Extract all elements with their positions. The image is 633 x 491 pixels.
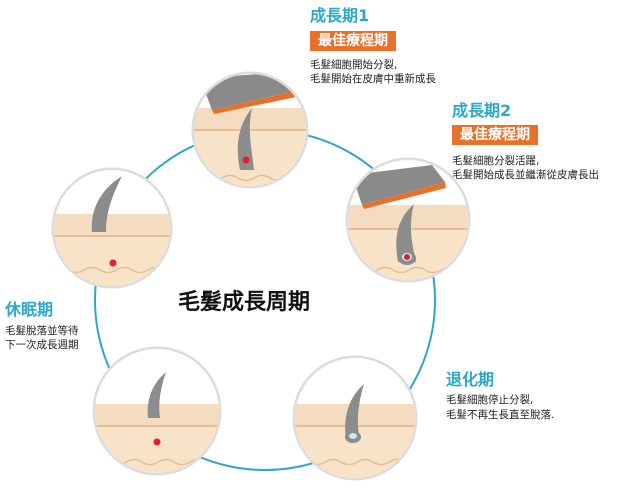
stage-shedding-illustration <box>92 346 222 476</box>
phase-regression-desc-line2: 毛髮不再生長直至脫落. <box>446 409 555 421</box>
phase-growth1-desc-line1: 毛髮細胞開始分裂, <box>310 59 398 71</box>
phase-rest-title: 休眠期 <box>5 300 54 319</box>
phase-regression-desc-line1: 毛髮細胞停止分裂, <box>446 394 534 406</box>
phase-rest-desc-line2: 下一次成長週期 <box>5 339 79 351</box>
hair-bulb-dot <box>242 156 250 164</box>
phase-growth1-title: 成長期1 <box>310 6 370 25</box>
phase-growth1-badge: 最佳療程期 <box>310 31 396 51</box>
phase-growth2-badge: 最佳療程期 <box>452 125 538 145</box>
stage-growth2-illustration <box>345 157 471 283</box>
hair-shaft-icon <box>147 372 166 418</box>
stage-growth1-illustration <box>191 71 309 189</box>
phase-growth1-desc-line2: 毛髮開始在皮膚中重新成長 <box>310 73 436 85</box>
hair-shaft-icon <box>396 204 416 262</box>
phase-rest-desc-line1: 毛髮脫落並等待 <box>5 325 79 337</box>
phase-growth2-desc-line2: 毛髮開始成長並繼漸從皮膚長出 <box>452 169 599 181</box>
hair-shaft-icon <box>345 384 364 440</box>
phase-growth2-desc-line1: 毛髮細胞分裂活躍, <box>452 155 540 167</box>
hair-bulb-dot <box>109 259 117 267</box>
stage-regression-illustration <box>292 355 418 481</box>
hair-bulb-dot <box>153 438 161 446</box>
hair-shaft-icon <box>91 176 122 232</box>
phase-regression-title: 退化期 <box>446 370 495 389</box>
hair-bulb-dot <box>404 254 410 260</box>
phase-growth2-title: 成長期2 <box>452 101 512 120</box>
hair-shaft-icon <box>237 108 254 170</box>
stage-rest-illustration <box>51 167 173 289</box>
cycle-center-title: 毛髮成長周期 <box>178 290 311 315</box>
